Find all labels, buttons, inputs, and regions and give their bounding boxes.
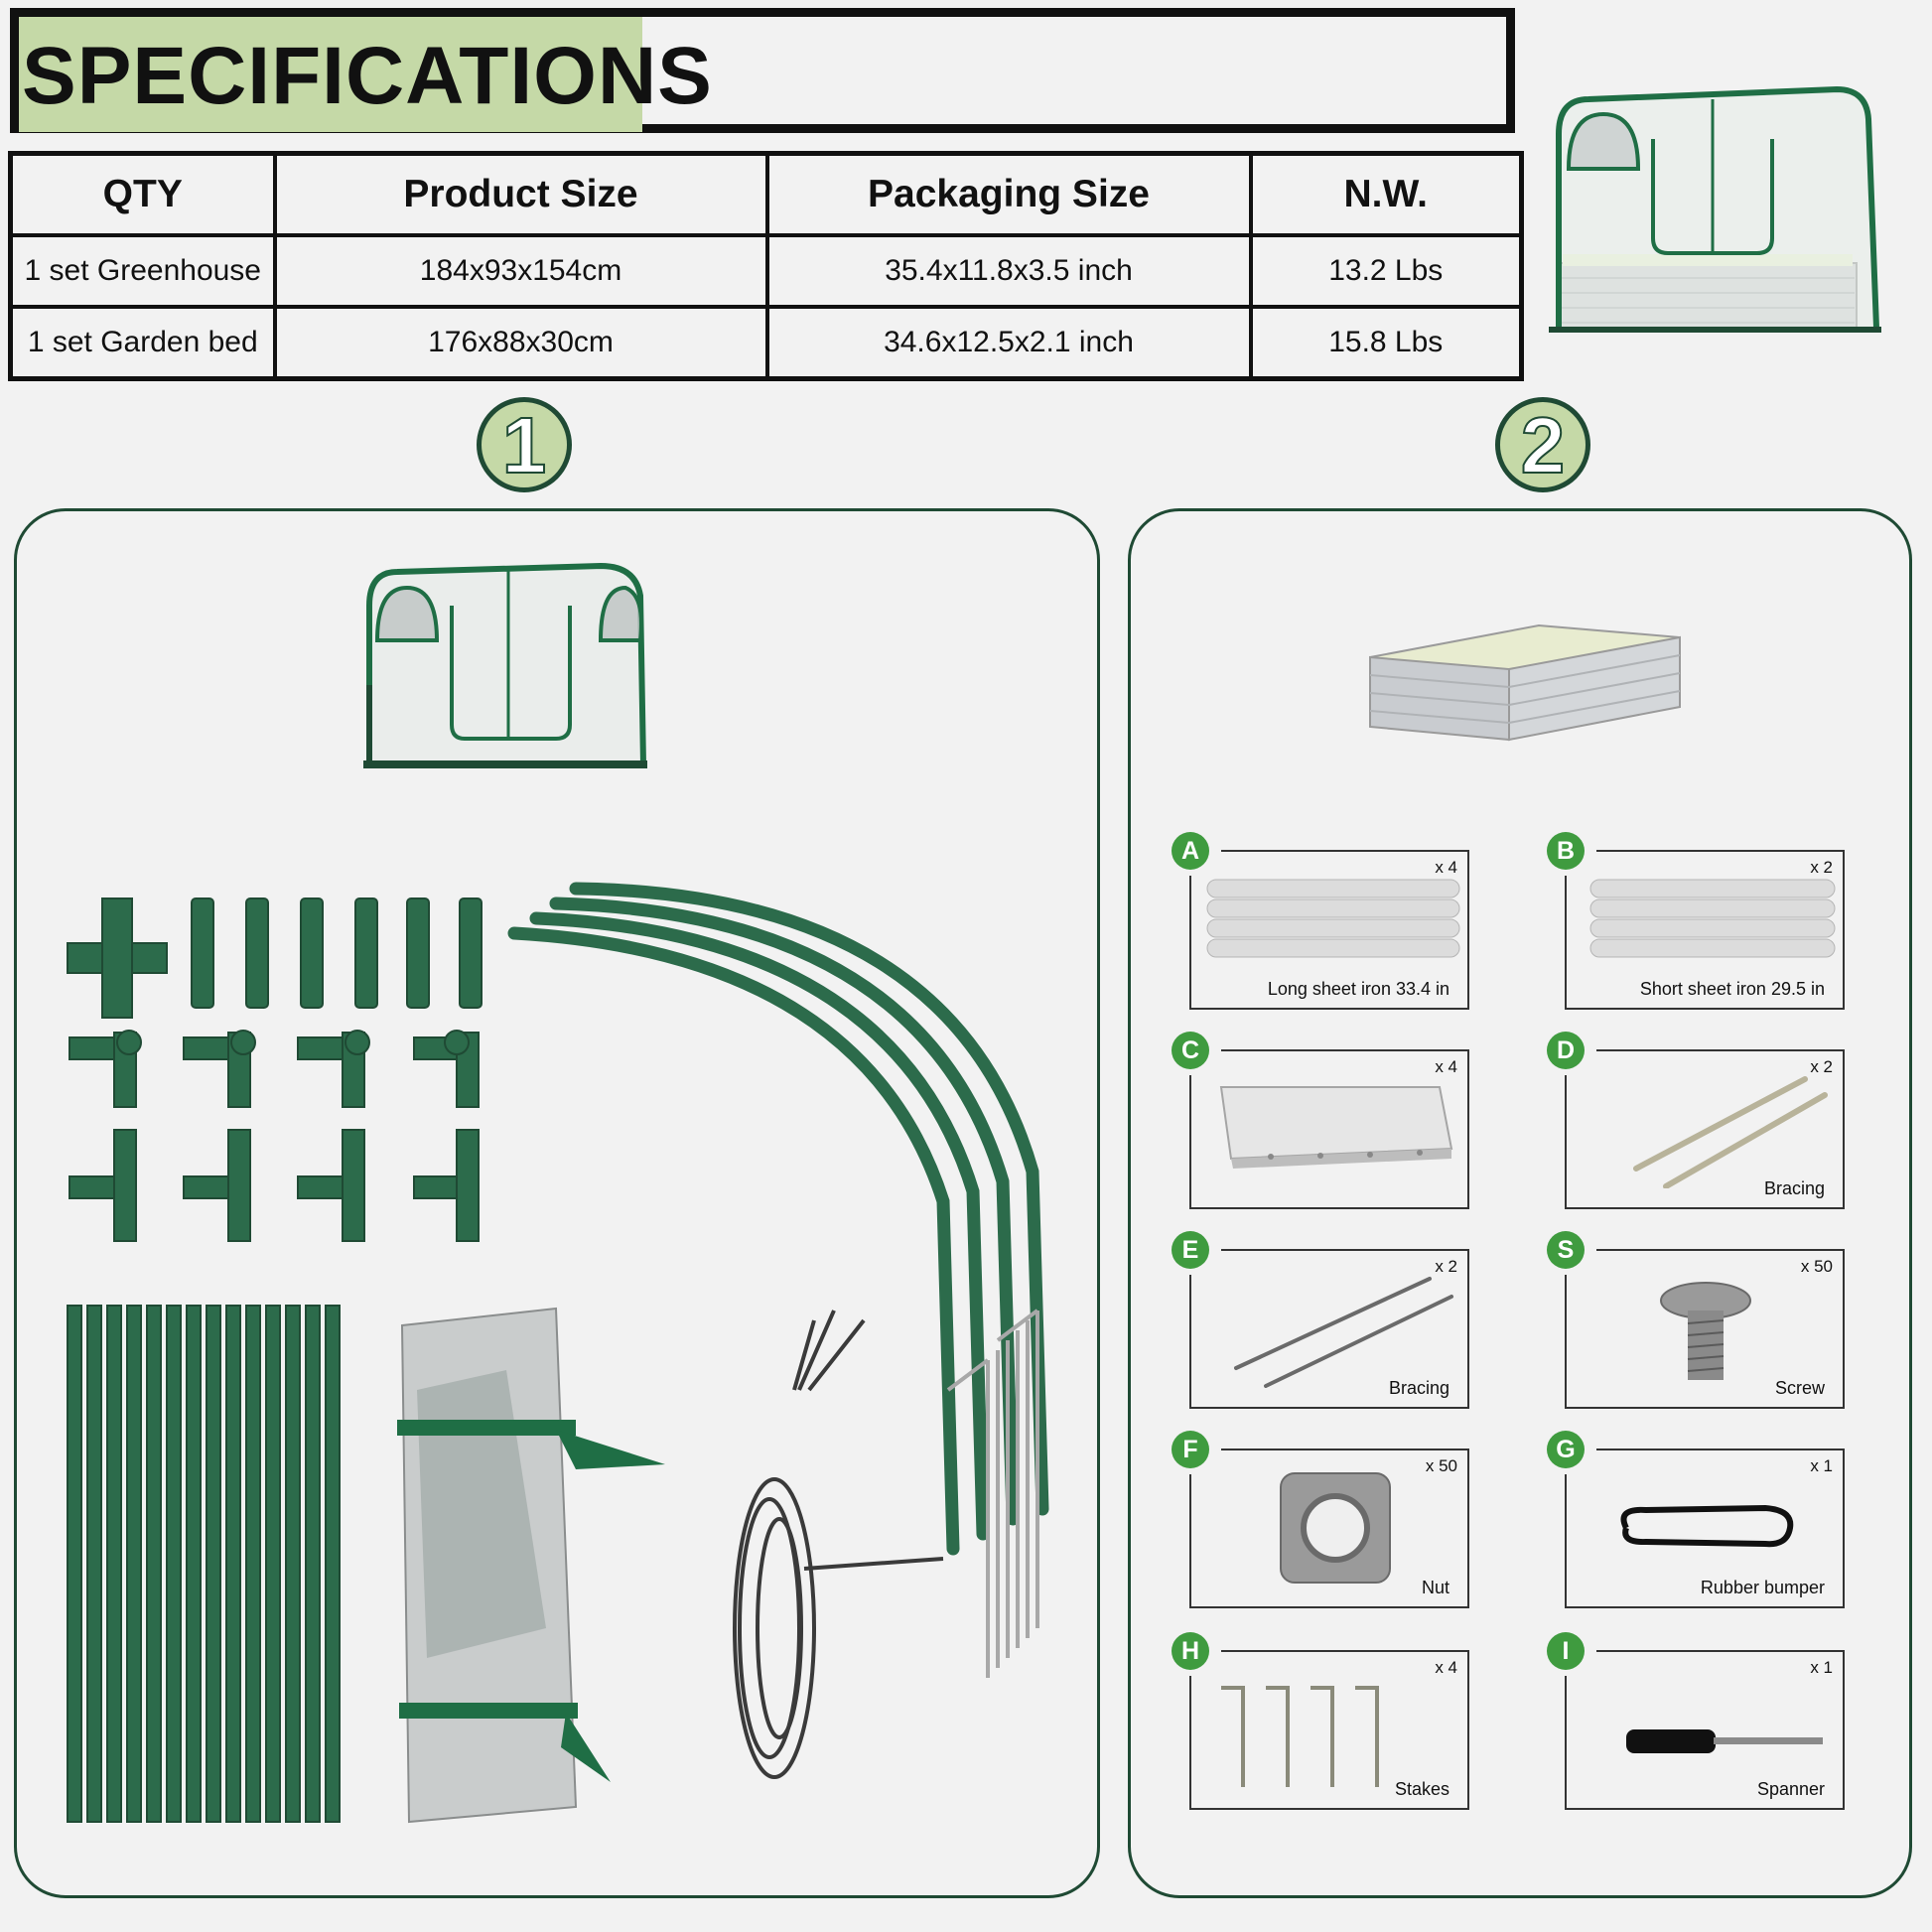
part-qty: x 4	[1435, 1057, 1457, 1076]
part-label: Bracing	[1388, 1378, 1449, 1398]
part-qty: x 50	[1425, 1456, 1457, 1475]
part-card-d: D x 2 Bracing	[1547, 1032, 1845, 1209]
corner-plate-icon	[1219, 1086, 1453, 1169]
garden-bed-image	[1369, 623, 1681, 742]
part-qty: x 50	[1800, 1257, 1833, 1276]
part-qty: x 1	[1810, 1658, 1833, 1677]
part-qty: x 2	[1810, 858, 1833, 877]
part-label: Rubber bumper	[1700, 1578, 1825, 1597]
spec-header-box	[10, 8, 1515, 133]
cell-qty: 1 set Garden bed	[8, 305, 277, 381]
part-letter-badge: H	[1172, 1632, 1209, 1670]
part-letter-badge: S	[1547, 1231, 1585, 1269]
part-card-s: S x 50 Screw	[1547, 1231, 1845, 1409]
long-sheet-iron-icon	[1206, 879, 1460, 958]
part-letter-badge: G	[1547, 1431, 1585, 1468]
step-2-badge: 2	[1495, 397, 1590, 492]
step-1-badge: 1	[477, 397, 572, 492]
bracing-bar-icon	[1633, 1076, 1828, 1188]
screw-icon	[1660, 1282, 1751, 1380]
part-qty: x 1	[1810, 1456, 1833, 1475]
cell-nw: 13.2 Lbs	[1248, 233, 1524, 309]
part-letter-badge: B	[1547, 832, 1585, 870]
part-letter-badge: I	[1547, 1632, 1585, 1670]
column-header-packaging-size: Packaging Size	[764, 151, 1253, 237]
short-sheet-iron-icon	[1589, 879, 1836, 958]
part-label: Bracing	[1763, 1178, 1825, 1198]
part-qty: x 2	[1810, 1057, 1833, 1076]
part-qty: x 2	[1435, 1257, 1457, 1276]
spanner-icon	[1626, 1729, 1823, 1753]
title-background	[19, 17, 642, 132]
part-letter-badge: F	[1172, 1431, 1209, 1468]
part-card-h: H x 4 Stakes	[1172, 1632, 1469, 1810]
nut-icon	[1280, 1472, 1391, 1584]
part-card-e: E x 2 Bracing	[1172, 1231, 1469, 1409]
page-title: SPECIFICATIONS	[22, 31, 713, 121]
part-letter-badge: C	[1172, 1032, 1209, 1069]
table-header-row: QTY Product Size Packaging Size N.W.	[8, 151, 1524, 237]
part-card-c: C x 4	[1172, 1032, 1469, 1209]
part-label: Nut	[1421, 1578, 1449, 1597]
spec-table: QTY Product Size Packaging Size N.W. 1 s…	[8, 151, 1524, 381]
part-label: Stakes	[1394, 1779, 1449, 1799]
cell-qty: 1 set Greenhouse	[8, 233, 277, 309]
cell-nw: 15.8 Lbs	[1248, 305, 1524, 381]
part-label: Short sheet iron 29.5 in	[1639, 979, 1825, 999]
garden-bed-parts-panel	[1128, 508, 1912, 1898]
part-letter-badge: A	[1172, 832, 1209, 870]
cell-packaging-size: 34.6x12.5x2.1 inch	[764, 305, 1253, 381]
greenhouse-parts-image	[67, 882, 1049, 1824]
rubber-bumper-icon	[1620, 1504, 1794, 1548]
greenhouse-image	[363, 562, 647, 768]
cell-product-size: 184x93x154cm	[272, 233, 769, 309]
column-header-nw: N.W.	[1248, 151, 1524, 237]
cell-product-size: 176x88x30cm	[272, 305, 769, 381]
stakes-icon	[1221, 1686, 1379, 1787]
table-row: 1 set Garden bed 176x88x30cm 34.6x12.5x2…	[8, 305, 1524, 381]
part-label: Long sheet iron 33.4 in	[1267, 979, 1449, 999]
part-label: Screw	[1774, 1378, 1825, 1398]
table-row: 1 set Greenhouse 184x93x154cm 35.4x11.8x…	[8, 233, 1524, 309]
greenhouse-with-bed-image	[1549, 85, 1881, 333]
column-header-product-size: Product Size	[272, 151, 769, 237]
part-qty: x 4	[1435, 1658, 1457, 1677]
cell-packaging-size: 35.4x11.8x3.5 inch	[764, 233, 1253, 309]
part-letter-badge: D	[1547, 1032, 1585, 1069]
part-card-f: F x 50 Nut	[1172, 1431, 1469, 1608]
part-card-a: A x 4 Long sheet iron 33.4 in	[1172, 832, 1469, 1010]
column-header-qty: QTY	[8, 151, 277, 237]
part-card-b: B x 2 Short sheet iron 29.5 in	[1547, 832, 1845, 1010]
part-card-g: G x 1 Rubber bumper	[1547, 1431, 1845, 1608]
part-label: Spanner	[1756, 1779, 1825, 1799]
part-card-i: I x 1 Spanner	[1547, 1632, 1845, 1810]
bracing-rod-icon	[1234, 1277, 1453, 1388]
part-qty: x 4	[1435, 858, 1457, 877]
part-letter-badge: E	[1172, 1231, 1209, 1269]
